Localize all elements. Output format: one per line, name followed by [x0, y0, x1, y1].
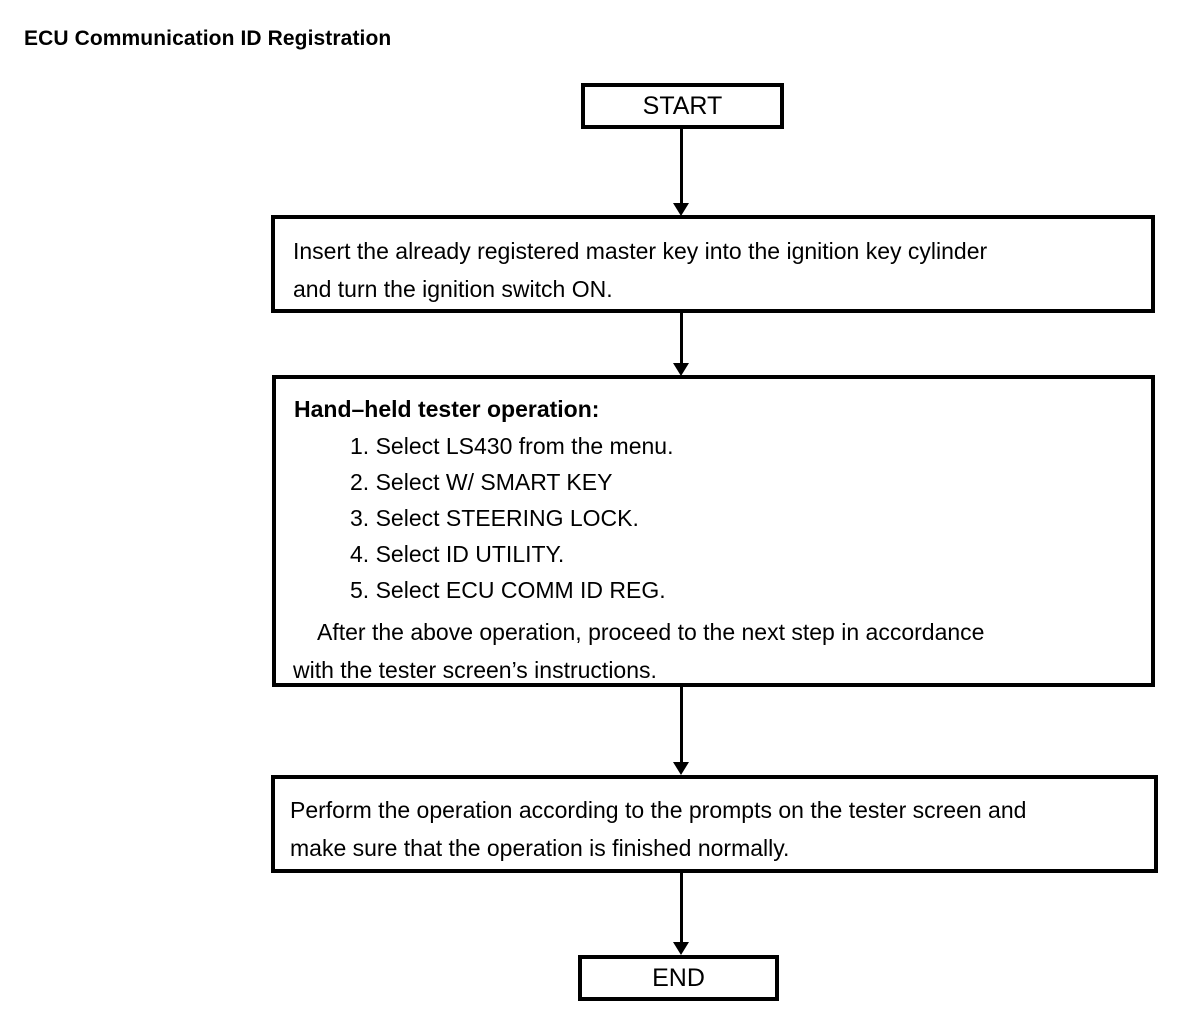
flow-node-start: START [581, 83, 784, 129]
page-title: ECU Communication ID Registration [24, 27, 392, 50]
flow-node-perform-operation-line2: make sure that the operation is finished… [290, 835, 790, 861]
flow-node-insert-master-key-line2: and turn the ignition switch ON. [293, 276, 613, 302]
flow-node-perform-operation: Perform the operation according to the p… [271, 775, 1158, 873]
list-item: 2. Select W/ SMART KEY [350, 469, 613, 495]
connector-shaft [680, 873, 683, 942]
flow-node-handheld-tester-operation: Hand–held tester operation: 1. Select LS… [272, 375, 1155, 687]
list-item: 1. Select LS430 from the menu. [350, 433, 674, 459]
tester-operation-steps: 1. Select LS430 from the menu. 2. Select… [350, 428, 673, 608]
flow-node-start-label: START [642, 91, 723, 120]
arrowhead-down-icon [673, 942, 689, 955]
list-item: 4. Select ID UTILITY. [350, 541, 565, 567]
connector-shaft [680, 687, 683, 762]
flow-node-end-label: END [652, 963, 705, 992]
connector-shaft [680, 129, 683, 203]
tester-operation-heading: Hand–held tester operation: [294, 396, 600, 422]
arrowhead-down-icon [673, 363, 689, 376]
arrowhead-down-icon [673, 203, 689, 216]
connector-shaft [680, 313, 683, 363]
flow-node-insert-master-key: Insert the already registered master key… [271, 215, 1155, 313]
list-item: 3. Select STEERING LOCK. [350, 505, 639, 531]
tester-operation-note-line2: with the tester screen’s instructions. [293, 657, 657, 683]
tester-operation-note-line1: After the above operation, proceed to th… [317, 619, 985, 645]
flow-node-insert-master-key-line1: Insert the already registered master key… [293, 238, 988, 264]
flow-node-end: END [578, 955, 779, 1001]
flow-node-perform-operation-line1: Perform the operation according to the p… [290, 797, 1027, 823]
arrowhead-down-icon [673, 762, 689, 775]
list-item: 5. Select ECU COMM ID REG. [350, 577, 666, 603]
